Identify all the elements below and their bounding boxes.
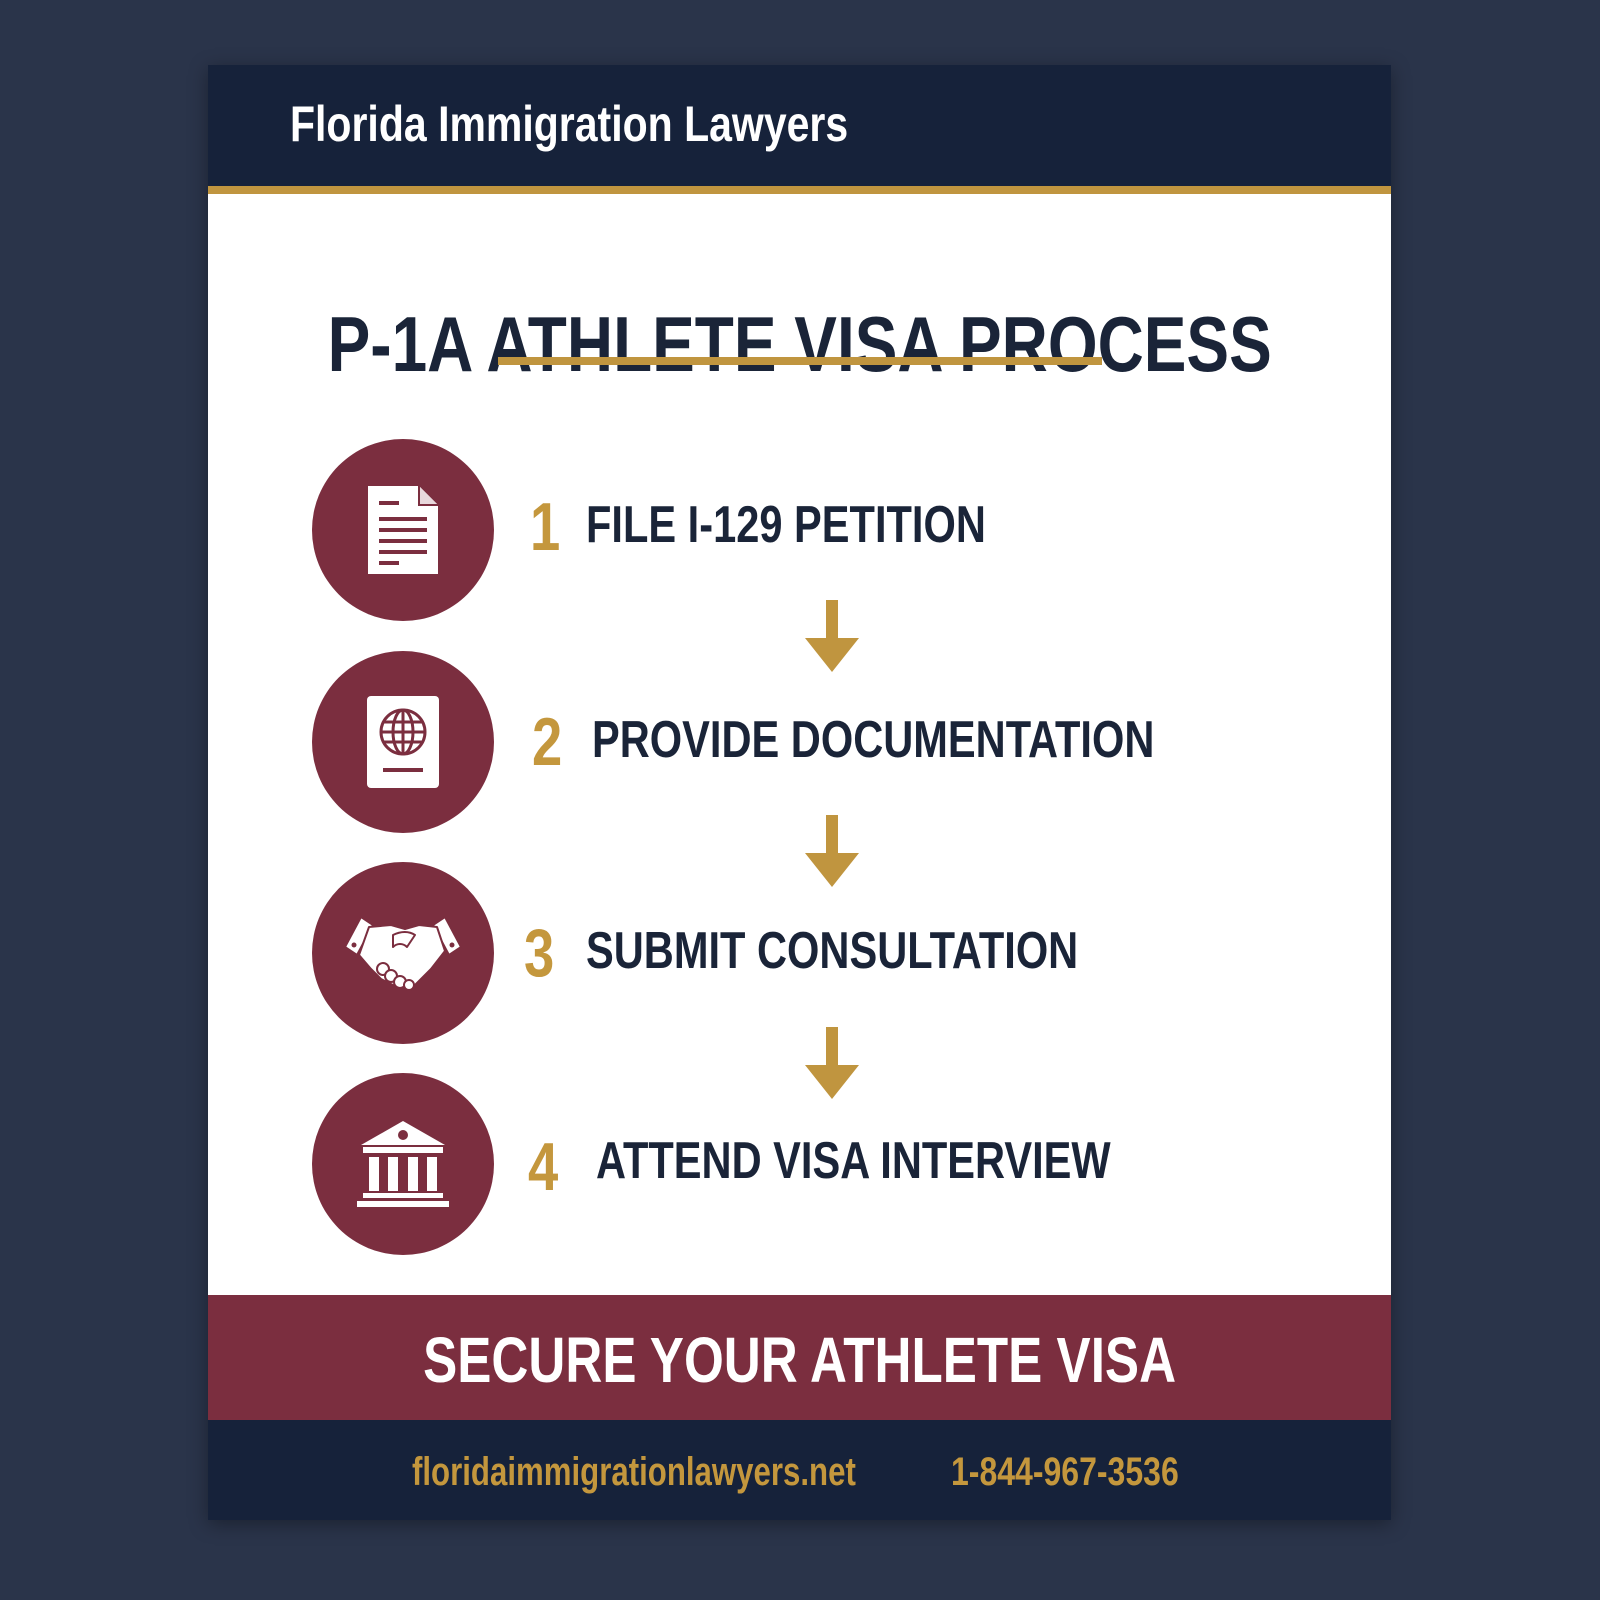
handshake-icon	[344, 916, 462, 991]
infographic-poster: Florida Immigration Lawyers P-1A ATHLETE…	[208, 65, 1391, 1520]
phone-link[interactable]: 1-844-967-3536	[951, 1450, 1179, 1494]
footer-bar: floridaimmigrationlawyers.net 1-844-967-…	[208, 1420, 1391, 1520]
cta-heading-text: SECURE YOUR ATHLETE VISA	[423, 1324, 1176, 1396]
step-2-icon-circle	[312, 651, 494, 833]
cta-heading: SECURE YOUR ATHLETE VISA	[208, 1328, 1391, 1392]
step-2-label: PROVIDE DOCUMENTATION	[592, 711, 1155, 769]
step-3-icon-circle	[312, 862, 494, 1044]
arrow-down-icon	[805, 600, 859, 672]
step-1: 1 FILE I-129 PETITION	[312, 439, 1212, 621]
courthouse-icon	[357, 1121, 449, 1207]
step-3-number: 3	[524, 915, 555, 991]
arrow-down-icon	[805, 1027, 859, 1099]
header-divider	[208, 186, 1391, 194]
firm-name: Florida Immigration Lawyers	[290, 96, 849, 152]
website-link[interactable]: floridaimmigrationlawyers.net	[412, 1450, 856, 1494]
passport-icon	[367, 696, 439, 788]
title-underline	[498, 357, 1102, 365]
arrow-down-icon	[805, 815, 859, 887]
page-title-text: P-1A ATHLETE VISA PROCESS	[327, 300, 1272, 388]
step-4-label: ATTEND VISA INTERVIEW	[596, 1132, 1111, 1190]
header-bar: Florida Immigration Lawyers	[208, 65, 1391, 186]
step-2-number: 2	[532, 704, 563, 780]
step-4: 4 ATTEND VISA INTERVIEW	[312, 1073, 1212, 1255]
step-3-label: SUBMIT CONSULTATION	[586, 922, 1079, 980]
step-1-label: FILE I-129 PETITION	[586, 496, 986, 554]
step-3: 3 SUBMIT CONSULTATION	[312, 862, 1212, 1044]
step-1-icon-circle	[312, 439, 494, 621]
step-2: 2 PROVIDE DOCUMENTATION	[312, 651, 1212, 833]
step-1-number: 1	[530, 489, 561, 565]
page-title: P-1A ATHLETE VISA PROCESS	[208, 305, 1391, 383]
document-icon	[368, 486, 438, 574]
cta-banner: SECURE YOUR ATHLETE VISA	[208, 1295, 1391, 1420]
step-4-number: 4	[528, 1129, 559, 1205]
step-4-icon-circle	[312, 1073, 494, 1255]
